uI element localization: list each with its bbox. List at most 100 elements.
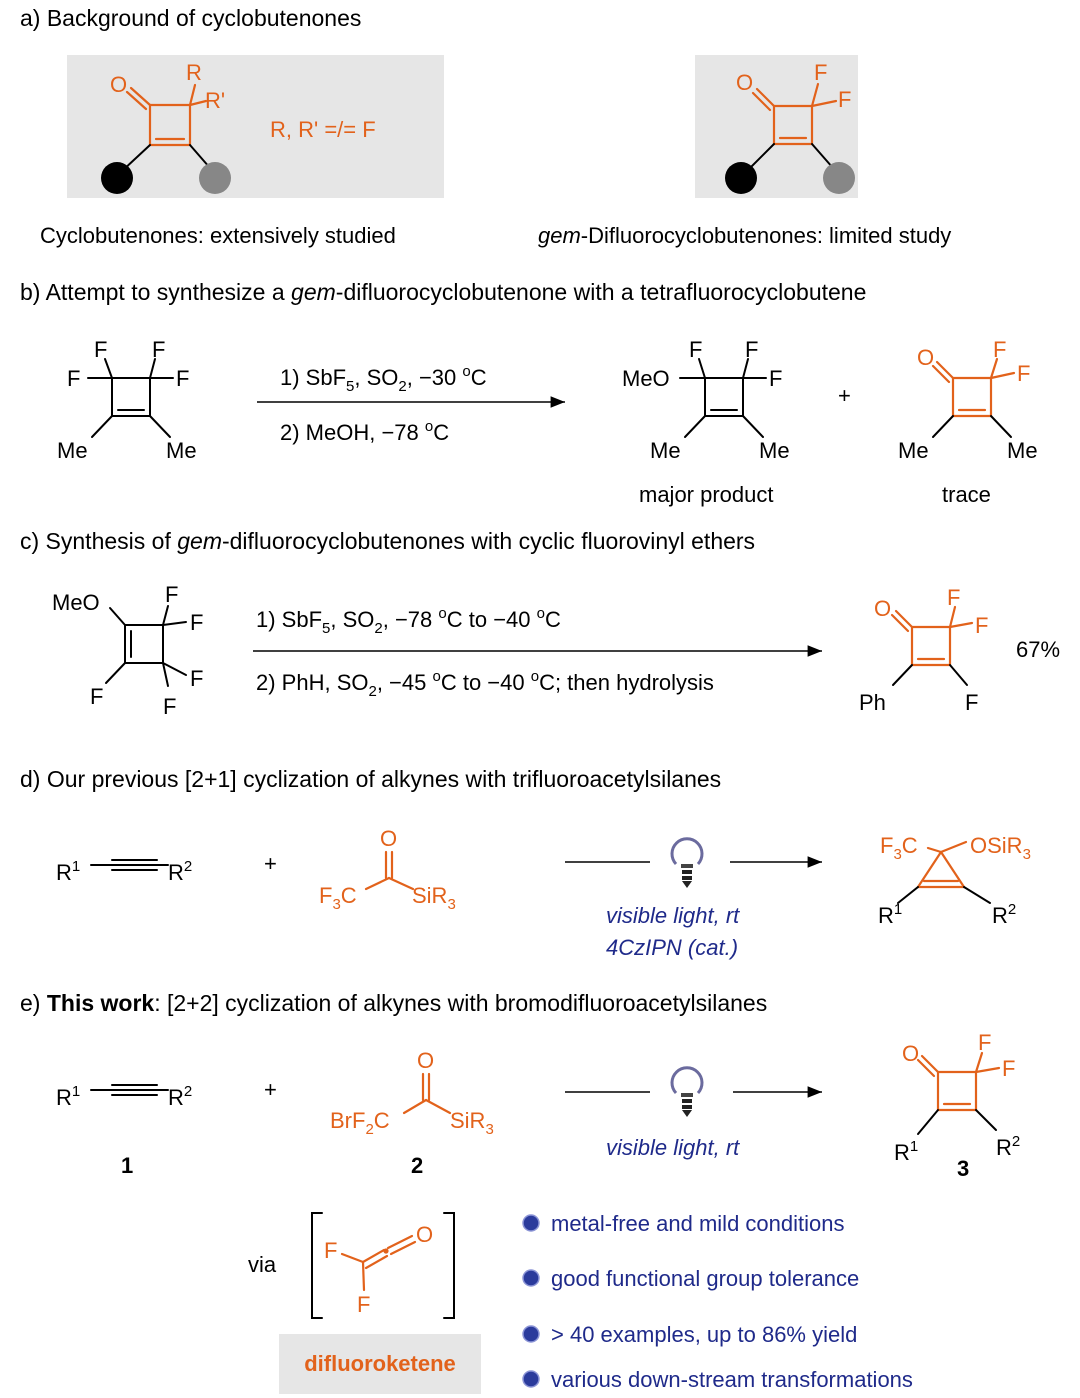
fluorine-label: F <box>176 366 189 391</box>
methyl-label: Me <box>759 438 790 463</box>
r1-label: R1 <box>894 1138 918 1165</box>
condition-d1: visible light, rt <box>606 903 740 928</box>
methoxy-label: MeO <box>52 590 100 615</box>
bullet-icon <box>522 1325 540 1343</box>
trace-label: trace <box>942 482 991 507</box>
tetrafluorocyclobutene-structure <box>87 358 174 438</box>
r-prime-label: R' <box>205 88 225 113</box>
fluorine-label: F <box>165 582 178 607</box>
bromodifluoroacetylsilane-structure <box>402 1072 452 1115</box>
lightbulb-icon <box>670 837 704 888</box>
r2-label: R2 <box>168 1083 192 1110</box>
r2-label: R2 <box>992 901 1016 928</box>
methoxy-label: MeO <box>622 366 670 391</box>
fluorine-label: F <box>94 337 107 362</box>
fluorine-label: F <box>745 337 758 362</box>
plus-sign: + <box>838 383 851 408</box>
fluorine-label: F <box>814 60 827 85</box>
fluorine-label: F <box>689 337 702 362</box>
fluorine-label: F <box>324 1238 337 1263</box>
bullet-item: metal-free and mild conditions <box>551 1211 844 1236</box>
oxygen-label: O <box>417 1048 434 1073</box>
caption-gem-difluorocyclobutenones: gem-Difluorocyclobutenones: limited stud… <box>538 223 951 248</box>
fluorine-label: F <box>975 613 988 638</box>
methyl-label: Me <box>650 438 681 463</box>
phenyl-label: Ph <box>859 690 886 715</box>
bullet-item: > 40 examples, up to 86% yield <box>551 1322 857 1347</box>
compound-number-1: 1 <box>121 1153 133 1178</box>
fluorine-label: F <box>838 87 851 112</box>
difluoroketene-structure <box>340 1234 417 1292</box>
oxygen-label: O <box>874 596 891 621</box>
trifluoroacetylsilane-structure <box>364 850 415 891</box>
via-label: via <box>248 1252 277 1277</box>
oxygen-label: O <box>110 72 127 97</box>
bullet-icon <box>522 1269 540 1287</box>
silyloxy-label: OSiR3 <box>970 833 1031 863</box>
difluoroketene-box <box>279 1334 481 1394</box>
fluorine-label: F <box>357 1292 370 1317</box>
plus-sign: + <box>264 1077 277 1102</box>
caption-cyclobutenones: Cyclobutenones: extensively studied <box>40 223 396 248</box>
r-label: R <box>186 60 202 85</box>
fluorine-label: F <box>163 694 176 719</box>
condition-e: visible light, rt <box>606 1135 740 1160</box>
bromodifluoromethyl-label: BrF2C <box>330 1108 390 1138</box>
fluorine-label: F <box>1002 1056 1015 1081</box>
fluorine-label: F <box>190 666 203 691</box>
bracket <box>311 1212 455 1319</box>
yield-label: 67% <box>1016 637 1060 662</box>
substituent-dot-black <box>101 162 133 194</box>
oxygen-label: O <box>380 826 397 851</box>
cyclobutenone-structure <box>101 83 231 194</box>
substituent-dot-black <box>725 162 757 194</box>
substituent-dot-gray <box>823 162 855 194</box>
bullet-icon <box>522 1214 540 1232</box>
r2-label: R2 <box>996 1133 1020 1160</box>
condition-b1: 1) SbF5, SO2, −30 oC <box>280 363 487 395</box>
bullet-item: good functional group tolerance <box>551 1266 859 1291</box>
fluorine-label: F <box>190 610 203 635</box>
fluorine-label: F <box>152 337 165 362</box>
alkyne-triple-bond <box>111 859 158 871</box>
not-fluorine-note: R, R' =/= F <box>270 117 376 142</box>
r1-label: R1 <box>56 1083 80 1110</box>
bullet-list: metal-free and mild conditions good func… <box>522 1211 913 1392</box>
substituent-dot-gray <box>199 162 231 194</box>
alkyne-triple-bond <box>111 1084 158 1096</box>
fluorine-label: F <box>947 585 960 610</box>
plus-sign: + <box>264 851 277 876</box>
difluoroketene-label: difluoroketene <box>304 1351 456 1376</box>
methyl-label: Me <box>166 438 197 463</box>
lightbulb-icon <box>670 1066 704 1117</box>
methoxy-trifluorocyclobutene-structure <box>679 358 767 438</box>
oxygen-label: O <box>902 1041 919 1066</box>
r2-label: R2 <box>168 858 192 885</box>
methyl-label: Me <box>898 438 929 463</box>
fluorine-label: F <box>90 684 103 709</box>
oxygen-label: O <box>917 345 934 370</box>
oxygen-label: O <box>416 1222 433 1247</box>
condition-b2: 2) MeOH, −78 oC <box>280 418 449 445</box>
bullet-item: various down-stream transformations <box>551 1367 913 1392</box>
condition-c2: 2) PhH, SO2, −45 oC to −40 oC; then hydr… <box>256 668 714 700</box>
fluorine-label: F <box>1017 361 1030 386</box>
condition-c1: 1) SbF5, SO2, −78 oC to −40 oC <box>256 605 561 637</box>
fluorovinyl-ether-structure <box>105 605 187 687</box>
dimethyl-difluorocyclobutenone-structure <box>931 357 1016 438</box>
phenyl-trifluorocyclobutenone-structure <box>890 605 974 686</box>
section-d-header: d) Our previous [2+1] cyclization of alk… <box>20 766 721 792</box>
methyl-label: Me <box>57 438 88 463</box>
compound-number-3: 3 <box>957 1156 969 1181</box>
bullet-icon <box>522 1370 540 1388</box>
trifluoromethyl-label: F3C <box>319 883 357 913</box>
fluorine-label: F <box>993 337 1006 362</box>
section-a-header: a) Background of cyclobutenones <box>20 5 361 31</box>
major-product-label: major product <box>639 482 774 507</box>
cyclopropene-product-structure <box>897 840 991 904</box>
section-c-header: c) Synthesis of gem-difluorocyclobutenon… <box>20 528 755 554</box>
r1-label: R1 <box>878 901 902 928</box>
silyl-label: SiR3 <box>450 1108 494 1138</box>
oxygen-label: O <box>736 70 753 95</box>
